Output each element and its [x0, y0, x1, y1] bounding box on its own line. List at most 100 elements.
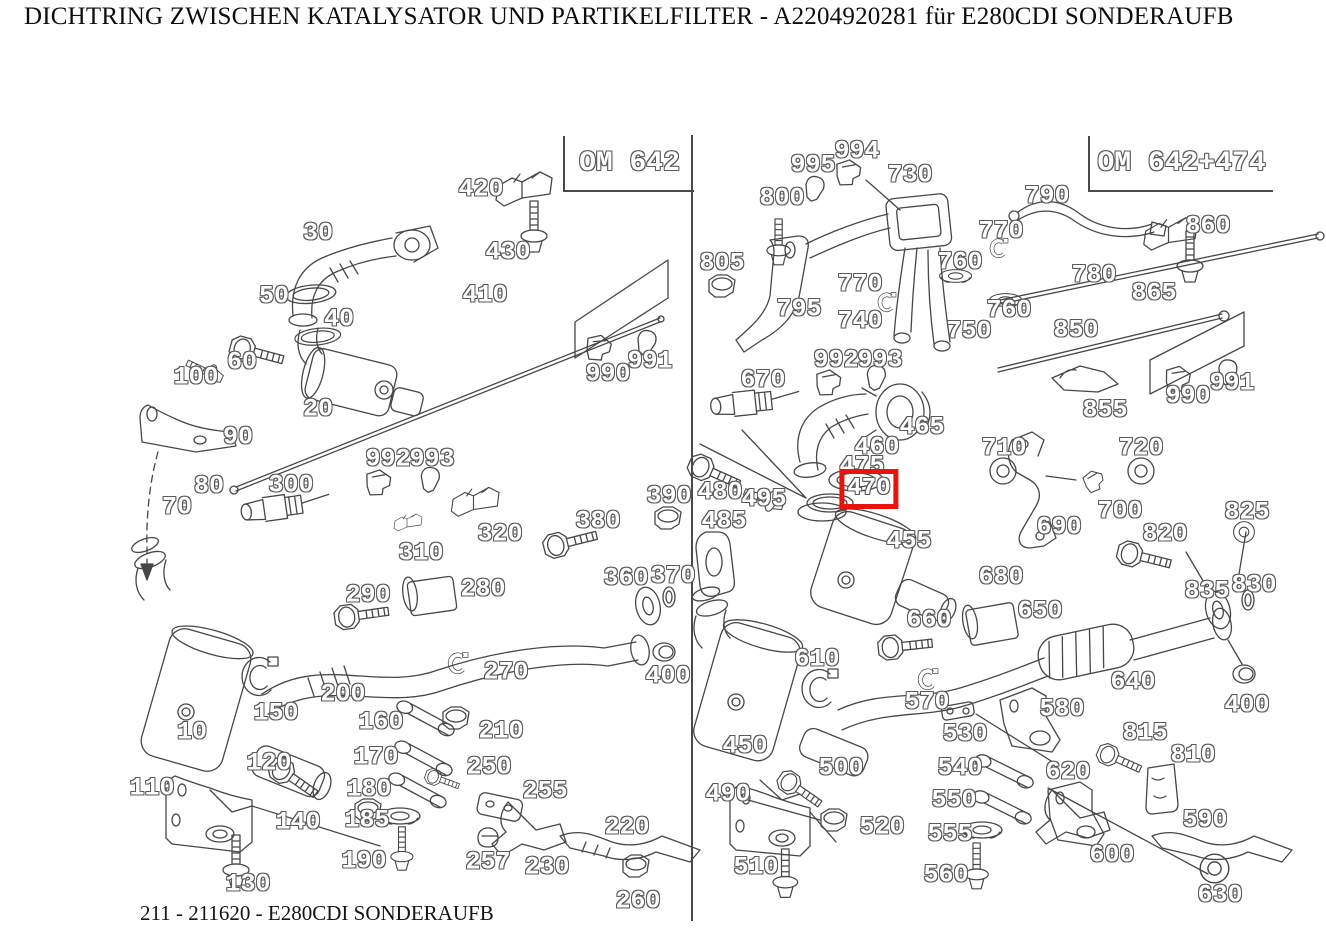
part-callout-760[interactable]: 760	[986, 295, 1032, 325]
part-callout-993[interactable]: 993	[409, 444, 455, 474]
part-callout-994[interactable]: 994	[834, 136, 880, 166]
part-callout-260[interactable]: 260	[615, 886, 661, 916]
part-callout-230[interactable]: 230	[524, 852, 570, 882]
part-callout-220[interactable]: 220	[604, 812, 650, 842]
part-callout-490[interactable]: 490	[705, 779, 751, 809]
part-callout-40[interactable]: 40	[323, 304, 355, 334]
part-callout-90[interactable]: 90	[222, 422, 254, 452]
part-callout-992[interactable]: 992	[365, 444, 411, 474]
part-callout-690[interactable]: 690	[1036, 512, 1082, 542]
part-callout-400[interactable]: 400	[645, 661, 691, 691]
part-callout-830[interactable]: 830	[1231, 570, 1277, 600]
part-callout-990[interactable]: 990	[1165, 381, 1211, 411]
part-callout-360[interactable]: 360	[603, 563, 649, 593]
part-callout-280[interactable]: 280	[460, 574, 506, 604]
part-callout-760[interactable]: 760	[937, 247, 983, 277]
part-callout-610[interactable]: 610	[794, 644, 840, 674]
part-callout-140[interactable]: 140	[275, 807, 321, 837]
part-callout-815[interactable]: 815	[1122, 718, 1168, 748]
part-callout-255[interactable]: 255	[522, 776, 568, 806]
part-callout-805[interactable]: 805	[699, 248, 745, 278]
selected-part-callout-470[interactable]: 470	[839, 469, 899, 509]
part-callout-257[interactable]: 257	[465, 847, 511, 877]
part-callout-380[interactable]: 380	[575, 506, 621, 536]
part-callout-855[interactable]: 855	[1082, 395, 1128, 425]
part-callout-810[interactable]: 810	[1170, 740, 1216, 770]
part-callout-485[interactable]: 485	[701, 506, 747, 536]
part-callout-180[interactable]: 180	[346, 774, 392, 804]
part-callout-555[interactable]: 555	[927, 819, 973, 849]
part-callout-620[interactable]: 620	[1045, 757, 1091, 787]
part-callout-640[interactable]: 640	[1110, 667, 1156, 697]
part-callout-370[interactable]: 370	[650, 561, 696, 591]
part-callout-700[interactable]: 700	[1097, 496, 1143, 526]
part-callout-825[interactable]: 825	[1224, 497, 1270, 527]
part-callout-540[interactable]: 540	[937, 753, 983, 783]
part-callout-730[interactable]: 730	[887, 160, 933, 190]
part-callout-710[interactable]: 710	[981, 433, 1027, 463]
part-callout-850[interactable]: 850	[1053, 315, 1099, 345]
part-callout-200[interactable]: 200	[320, 679, 366, 709]
part-callout-210[interactable]: 210	[478, 716, 524, 746]
part-callout-400[interactable]: 400	[1224, 690, 1270, 720]
part-callout-100[interactable]: 100	[173, 362, 219, 392]
part-callout-770[interactable]: 770	[837, 269, 883, 299]
part-callout-590[interactable]: 590	[1182, 805, 1228, 835]
part-callout-550[interactable]: 550	[931, 785, 977, 815]
part-callout-992[interactable]: 992	[813, 345, 859, 375]
part-callout-310[interactable]: 310	[398, 538, 444, 568]
part-callout-630[interactable]: 630	[1197, 880, 1243, 910]
part-callout-740[interactable]: 740	[837, 306, 883, 336]
part-callout-750[interactable]: 750	[946, 316, 992, 346]
part-callout-991[interactable]: 991	[1209, 368, 1255, 398]
part-callout-790[interactable]: 790	[1024, 181, 1070, 211]
part-callout-300[interactable]: 300	[268, 470, 314, 500]
part-callout-70[interactable]: 70	[161, 492, 193, 522]
part-callout-50[interactable]: 50	[258, 281, 290, 311]
part-callout-290[interactable]: 290	[345, 580, 391, 610]
part-callout-390[interactable]: 390	[646, 481, 692, 511]
part-callout-720[interactable]: 720	[1118, 433, 1164, 463]
part-callout-770[interactable]: 770	[978, 216, 1024, 246]
part-callout-650[interactable]: 650	[1017, 596, 1063, 626]
part-callout-60[interactable]: 60	[226, 347, 258, 377]
part-callout-780[interactable]: 780	[1071, 260, 1117, 290]
part-callout-680[interactable]: 680	[978, 562, 1024, 592]
part-callout-455[interactable]: 455	[886, 526, 932, 556]
part-callout-475[interactable]: 475	[839, 451, 885, 481]
part-callout-410[interactable]: 410	[462, 280, 508, 310]
part-callout-993[interactable]: 993	[857, 345, 903, 375]
part-callout-185[interactable]: 185	[344, 805, 390, 835]
part-callout-30[interactable]: 30	[302, 218, 334, 248]
part-callout-580[interactable]: 580	[1039, 694, 1085, 724]
part-callout-160[interactable]: 160	[358, 707, 404, 737]
part-callout-530[interactable]: 530	[942, 719, 988, 749]
part-callout-510[interactable]: 510	[733, 852, 779, 882]
part-callout-500[interactable]: 500	[818, 753, 864, 783]
part-callout-430[interactable]: 430	[485, 237, 531, 267]
part-callout-80[interactable]: 80	[193, 471, 225, 501]
part-callout-795[interactable]: 795	[776, 294, 822, 324]
part-callout-560[interactable]: 560	[923, 860, 969, 890]
part-callout-990[interactable]: 990	[585, 359, 631, 389]
part-callout-190[interactable]: 190	[341, 846, 387, 876]
part-callout-420[interactable]: 420	[458, 174, 504, 204]
part-callout-480[interactable]: 480	[697, 477, 743, 507]
part-callout-520[interactable]: 520	[859, 812, 905, 842]
part-callout-995[interactable]: 995	[790, 150, 836, 180]
part-callout-320[interactable]: 320	[477, 519, 523, 549]
part-callout-865[interactable]: 865	[1131, 278, 1177, 308]
part-callout-495[interactable]: 495	[741, 484, 787, 514]
part-callout-150[interactable]: 150	[253, 698, 299, 728]
part-callout-120[interactable]: 120	[246, 748, 292, 778]
part-callout-991[interactable]: 991	[627, 346, 673, 376]
part-callout-670[interactable]: 670	[740, 365, 786, 395]
part-callout-20[interactable]: 20	[302, 394, 334, 424]
part-callout-860[interactable]: 860	[1185, 211, 1231, 241]
part-callout-450[interactable]: 450	[722, 731, 768, 761]
part-callout-570[interactable]: 570	[904, 687, 950, 717]
part-callout-600[interactable]: 600	[1089, 840, 1135, 870]
part-callout-130[interactable]: 130	[225, 869, 271, 899]
part-callout-820[interactable]: 820	[1142, 519, 1188, 549]
part-callout-10[interactable]: 10	[176, 717, 208, 747]
